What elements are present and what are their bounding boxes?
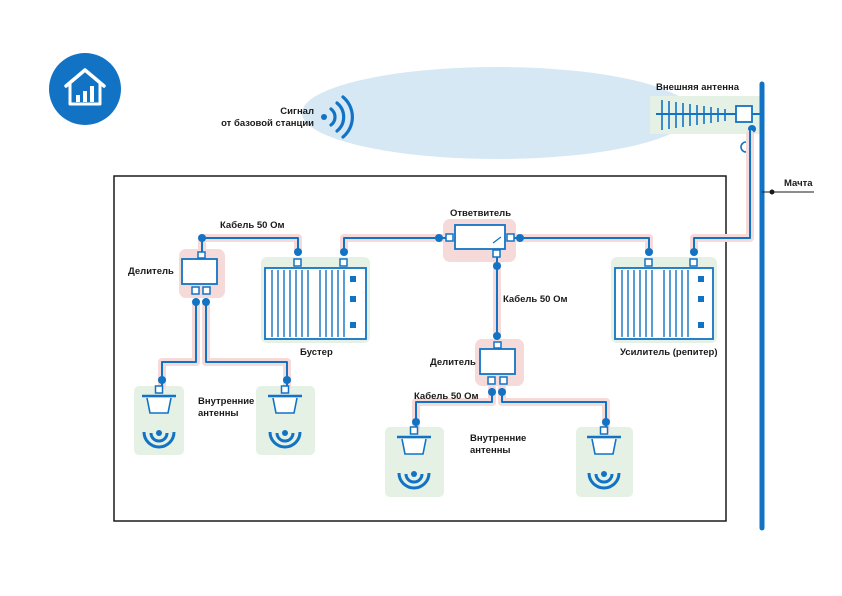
booster-label: Бустер: [300, 347, 333, 358]
indoor-antennas-label-right: Внутренние антенны: [470, 433, 526, 457]
amplifier: [614, 258, 714, 340]
signal-area: [302, 67, 692, 159]
splitter-middle-label: Делитель: [430, 357, 476, 368]
external-antenna: [650, 96, 762, 153]
booster: [264, 258, 367, 340]
splitter-middle: [479, 341, 516, 385]
signal-label-line2: от базовой станции: [221, 118, 314, 129]
cable-label-bottom: Кабель 50 Ом: [414, 391, 479, 402]
wifi-waves-icon: [321, 95, 354, 139]
indoor-antennas-label-left: Внутренние антенны: [198, 396, 254, 420]
indoor-right-line1: Внутренние: [470, 433, 527, 444]
external-antenna-label: Внешняя антенна: [656, 82, 739, 93]
indoor-left-line2: антенны: [198, 408, 239, 419]
room-frame: [113, 175, 727, 522]
coupler-label: Ответвитель: [450, 208, 512, 219]
mast-label: Мачта: [784, 178, 813, 189]
cable-label-top: Кабель 50 Ом: [220, 220, 285, 231]
amplifier-label: Усилитель (репитер): [620, 347, 718, 358]
house-chart-icon: [49, 53, 121, 125]
connection-dots: [158, 234, 698, 426]
cables: [161, 129, 751, 430]
splitter-left-label: Делитель: [128, 266, 174, 277]
coupler: [445, 224, 515, 258]
cable-label-middle: Кабель 50 Ом: [503, 294, 568, 305]
splitter-left: [181, 251, 218, 295]
indoor-right-line2: антенны: [470, 445, 511, 456]
indoor-left-line1: Внутренние: [198, 396, 255, 407]
signal-label: Сигнал от базовой станции: [190, 106, 314, 130]
signal-label-line1: Сигнал: [280, 106, 314, 117]
